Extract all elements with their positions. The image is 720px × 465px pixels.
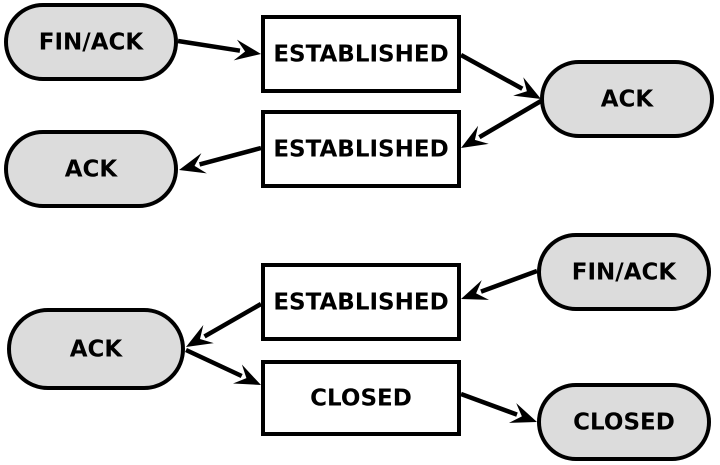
node-closed[interactable]: CLOSED bbox=[537, 383, 711, 461]
edge-shaft bbox=[480, 268, 538, 294]
node-established[interactable]: ESTABLISHED bbox=[261, 110, 461, 188]
rect-node-shape bbox=[261, 110, 461, 188]
arrowhead-icon bbox=[461, 280, 490, 300]
node-label: ESTABLISHED bbox=[273, 42, 448, 68]
node-ack[interactable]: ACK bbox=[4, 130, 178, 208]
arrowhead-icon bbox=[508, 403, 537, 423]
node-fin-ack[interactable]: FIN/ACK bbox=[537, 233, 711, 311]
edge-arrow bbox=[186, 302, 263, 347]
arrowhead-icon bbox=[186, 324, 214, 347]
edge-shaft bbox=[478, 99, 543, 140]
node-label: CLOSED bbox=[310, 386, 412, 412]
edge-shaft bbox=[199, 145, 262, 167]
node-label: FIN/ACK bbox=[39, 30, 145, 56]
arrowhead-icon bbox=[232, 364, 261, 385]
rect-node-shape bbox=[261, 263, 461, 341]
node-ack[interactable]: ACK bbox=[7, 308, 185, 390]
edge-arrow bbox=[460, 391, 537, 423]
node-label: FIN/ACK bbox=[572, 260, 678, 286]
node-established[interactable]: ESTABLISHED bbox=[261, 15, 461, 93]
node-fin-ack[interactable]: FIN/ACK bbox=[4, 3, 178, 81]
node-established[interactable]: ESTABLISHED bbox=[261, 263, 461, 341]
edge-arrow bbox=[461, 268, 538, 300]
edge-arrow bbox=[179, 145, 262, 174]
edge-shaft bbox=[460, 391, 518, 417]
rounded-node-shape bbox=[4, 3, 178, 81]
edge-shaft bbox=[177, 38, 241, 53]
arrowhead-icon bbox=[513, 77, 541, 99]
edge-arrow bbox=[177, 38, 261, 61]
node-ack[interactable]: ACK bbox=[540, 60, 714, 138]
rect-node-shape bbox=[261, 15, 461, 93]
rounded-node-shape bbox=[537, 233, 711, 311]
edge-shaft bbox=[203, 302, 263, 339]
node-label: ACK bbox=[65, 157, 119, 183]
node-closed[interactable]: CLOSED bbox=[261, 360, 461, 436]
edge-arrow bbox=[461, 99, 543, 148]
edge-shaft bbox=[185, 347, 243, 379]
node-label: ESTABLISHED bbox=[273, 137, 448, 163]
node-label: CLOSED bbox=[573, 410, 675, 436]
arrowhead-icon bbox=[179, 153, 207, 174]
rect-node-shape bbox=[261, 360, 461, 436]
arrowhead-icon bbox=[461, 125, 489, 148]
edges-layer bbox=[177, 38, 543, 423]
edge-shaft bbox=[459, 53, 524, 91]
edge-arrow bbox=[185, 347, 261, 385]
nodes-layer: FIN/ACK ESTABLISHED ACK ESTABLISHED ACK FIN/A… bbox=[4, 3, 714, 461]
node-label: ACK bbox=[70, 337, 124, 363]
rounded-node-shape bbox=[4, 130, 178, 208]
rounded-node-shape bbox=[537, 383, 711, 461]
node-label: ESTABLISHED bbox=[273, 290, 448, 316]
edge-arrow bbox=[459, 53, 541, 99]
rounded-node-shape bbox=[7, 308, 185, 390]
node-label: ACK bbox=[601, 87, 655, 113]
rounded-node-shape bbox=[540, 60, 714, 138]
arrowhead-icon bbox=[233, 39, 261, 61]
